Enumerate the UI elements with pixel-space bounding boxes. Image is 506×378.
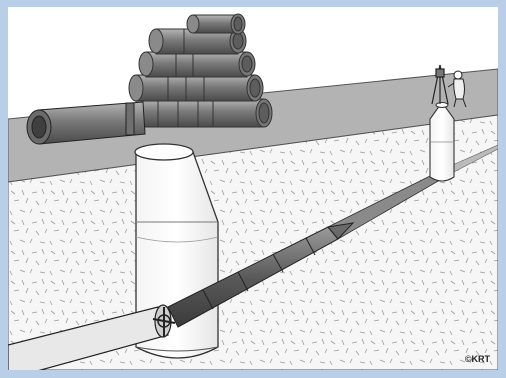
illustration-canvas: ©KRT — [8, 7, 498, 370]
reception-shaft — [430, 103, 454, 182]
pipe-jacking-diagram — [8, 7, 498, 370]
image-credit: ©KRT — [465, 354, 490, 364]
